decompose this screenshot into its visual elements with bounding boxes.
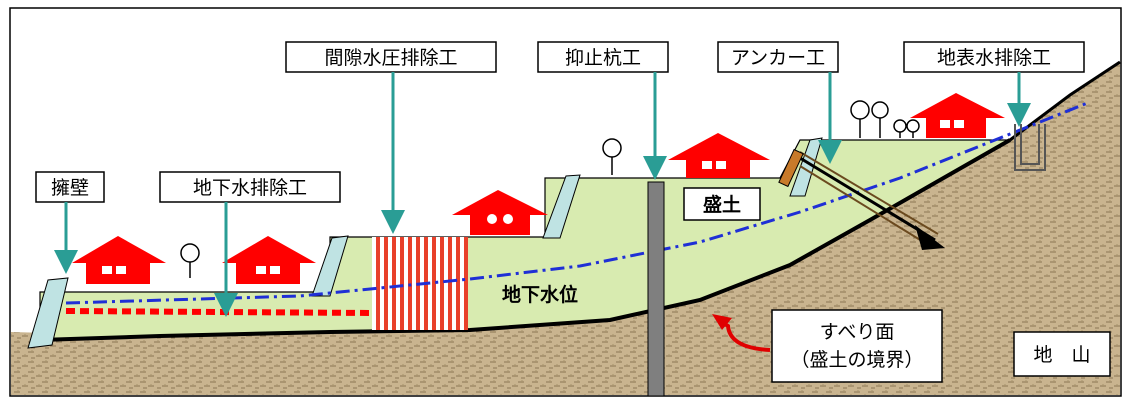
retaining-wall-middle (311, 235, 349, 297)
house-5 (910, 93, 1005, 138)
retaining-wall-left (27, 277, 69, 349)
surface-drain-channel (1014, 124, 1046, 171)
label-pore-pressure-drainage: 間隙水圧排除工 (285, 41, 497, 234)
label-groundwater-drainage: 地下水排除工 (159, 171, 341, 317)
label-retaining-wall: 擁壁 (35, 171, 105, 274)
groundwater-level-label: 地下水位 (502, 283, 578, 306)
trees (180, 100, 920, 278)
retaining-wall-upper (542, 174, 581, 239)
house-1 (72, 236, 166, 284)
slip-surface-label-line1: すべり面 (820, 321, 895, 343)
svg-text:抑止杭工: 抑止杭工 (565, 47, 641, 69)
house-4 (668, 133, 770, 178)
bedrock-label-box (1013, 331, 1111, 377)
label-surface-water-drainage: 地表水排除工 (903, 41, 1085, 127)
svg-text:間隙水圧排除工: 間隙水圧排除工 (324, 47, 457, 69)
label-restraint-pile: 抑止杭工 (537, 41, 669, 180)
embankment-label-box (683, 187, 761, 221)
svg-text:擁壁: 擁壁 (51, 177, 89, 199)
label-anchor-work: アンカー工 (717, 41, 842, 164)
groundwater-level-line (65, 100, 1091, 305)
house-2 (222, 236, 316, 284)
svg-text:アンカー工: アンカー工 (731, 47, 825, 69)
anchor-plate (778, 148, 804, 188)
anchor-rods (799, 151, 945, 250)
slip-surface-arrow (720, 320, 771, 352)
groundwater-drain-line (65, 308, 373, 316)
house-3 (452, 190, 548, 235)
svg-text:地表水排除工: 地表水排除工 (937, 47, 1051, 69)
embankment-label: 盛土 (703, 193, 741, 216)
bedrock-label: 地 山 (1033, 344, 1090, 366)
svg-text:地下水排除工: 地下水排除工 (193, 177, 307, 199)
slip-surface-arrowhead (712, 314, 732, 330)
slip-surface-label-box (771, 309, 943, 383)
slip-surface-label-line2: （盛土の境界） (790, 349, 923, 371)
restraint-pile (647, 181, 665, 397)
